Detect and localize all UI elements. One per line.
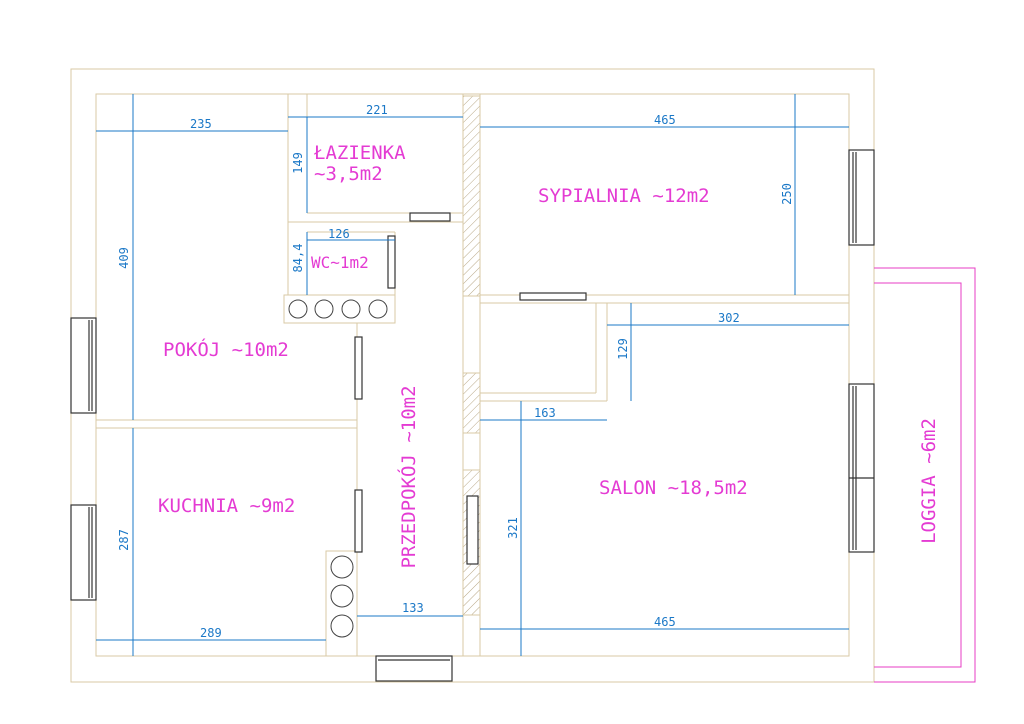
dim-label-250: 250: [780, 183, 794, 205]
dim-label-321: 321: [506, 517, 520, 539]
room-label-salon: SALON ~18,5m2: [599, 477, 748, 499]
door-lazienka: [409, 212, 451, 222]
door-salon: [466, 495, 479, 565]
dimension-labels: 235 221 465 149 250 409 126 84,4 302 129…: [117, 103, 794, 640]
dim-label-287: 287: [117, 529, 131, 551]
fixture-circle: [314, 299, 334, 319]
hatched-wall-upper: [462, 95, 481, 297]
dim-label-133: 133: [402, 601, 424, 615]
dim-label-465-bottom: 465: [654, 615, 676, 629]
doors: [354, 212, 587, 565]
loggia-border-outer: [874, 267, 976, 683]
room-label-kuchnia: KUCHNIA ~9m2: [158, 495, 295, 517]
dim-label-465-top: 465: [654, 113, 676, 127]
door-kuchnia: [354, 489, 363, 553]
stove-burner: [330, 555, 354, 579]
dim-label-126: 126: [328, 227, 350, 241]
door-sypialnia: [519, 292, 587, 301]
fixtures: [288, 299, 388, 638]
dim-label-302: 302: [718, 311, 740, 325]
fixture-circle: [288, 299, 308, 319]
room-label-loggia: LOGGIA ~6m2: [918, 418, 940, 544]
dim-label-129: 129: [616, 338, 630, 360]
door-pokoj: [354, 336, 363, 400]
room-label-wc: WC~1m2: [311, 253, 369, 272]
fixture-circle: [341, 299, 361, 319]
room-label-lazienka-area: ~3,5m2: [314, 163, 383, 185]
fixture-circle: [368, 299, 388, 319]
room-label-pokoj: POKÓJ ~10m2: [163, 337, 289, 361]
dim-label-221: 221: [366, 103, 388, 117]
dim-label-289: 289: [200, 626, 222, 640]
hatched-wall-middle: [462, 372, 481, 434]
door-wc: [387, 235, 396, 289]
dimension-lines: [96, 94, 849, 656]
stove-burner: [330, 584, 354, 608]
loggia-border-inner: [874, 282, 962, 668]
dim-label-84: 84,4: [291, 244, 305, 273]
room-label-lazienka: ŁAZIENKA: [313, 142, 406, 164]
stove-burner: [330, 614, 354, 638]
room-label-sypialnia: SYPIALNIA ~12m2: [538, 185, 710, 207]
dim-label-149: 149: [291, 152, 305, 174]
room-label-przedpokoj: PRZEDPOKÓJ ~10m2: [396, 385, 420, 568]
windows: [70, 149, 875, 682]
dim-label-163: 163: [534, 406, 556, 420]
room-labels: ŁAZIENKA ~3,5m2 SYPIALNIA ~12m2 WC~1m2 P…: [158, 142, 940, 569]
dim-label-409: 409: [117, 247, 131, 269]
wc-fixtures-block: [283, 294, 396, 324]
dim-label-235: 235: [190, 117, 212, 131]
loggia-outline: [874, 267, 976, 683]
kitchen-fixtures-block: [325, 550, 358, 657]
